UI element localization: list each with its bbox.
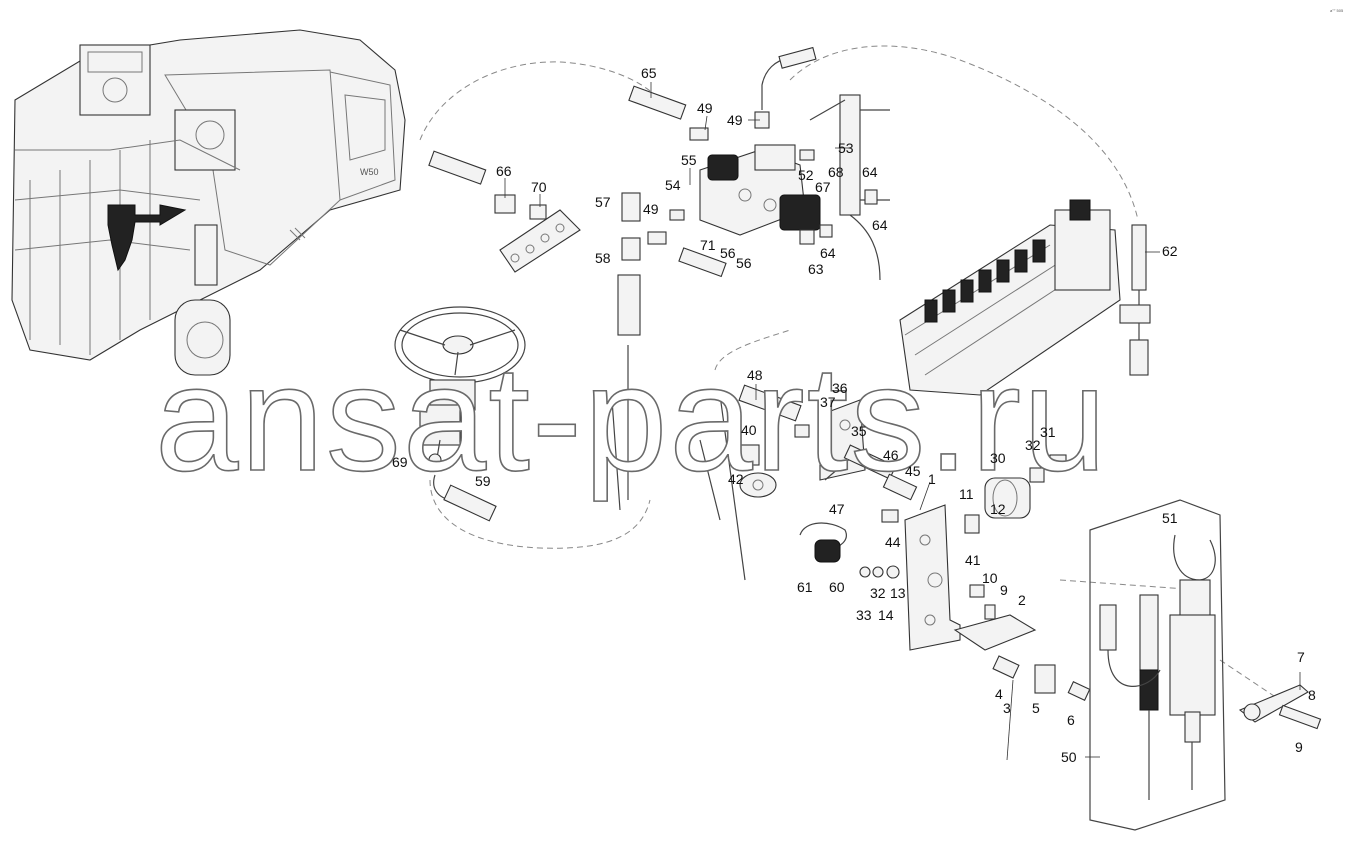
callout-42: 42 — [728, 471, 744, 487]
callout-37: 37 — [820, 394, 836, 410]
callout-46: 46 — [883, 447, 899, 463]
callout-12: 12 — [990, 501, 1006, 517]
callout-35: 35 — [851, 423, 867, 439]
steering-wheel — [394, 306, 526, 522]
callout-32: 32 — [1025, 437, 1041, 453]
callout-60: 60 — [829, 579, 845, 595]
filter-and-mounting-plate — [904, 454, 1091, 701]
callout-64: 64 — [862, 164, 878, 180]
hose-routing — [419, 45, 1281, 701]
leader-lines — [504, 82, 1301, 761]
callout-6: 6 — [1067, 712, 1075, 728]
callout-8: 8 — [1308, 687, 1316, 703]
callout-10: 10 — [982, 570, 998, 586]
filler-cap — [799, 522, 900, 579]
callout-9: 9 — [1000, 582, 1008, 598]
corner-code: a°° 505 — [1330, 8, 1344, 13]
callout-49: 49 — [697, 100, 713, 116]
callout-47: 47 — [829, 501, 845, 517]
callout-11: 11 — [959, 486, 974, 502]
callout-48: 48 — [747, 367, 763, 383]
svg-text:W50: W50 — [360, 167, 379, 177]
callout-70: 70 — [531, 179, 547, 195]
callout-64: 64 — [872, 217, 888, 233]
control-valve-bank — [899, 199, 1151, 396]
callout-62: 62 — [1162, 243, 1178, 259]
remote-control-panel — [1089, 499, 1322, 831]
callout-5: 5 — [1032, 700, 1040, 716]
callout-58: 58 — [595, 250, 611, 266]
callout-1: 1 — [928, 471, 936, 487]
callout-63: 63 — [808, 261, 824, 277]
callout-49: 49 — [643, 201, 659, 217]
callout-36: 36 — [832, 380, 848, 396]
watermark: ansat-parts.ru — [155, 334, 1108, 502]
callout-3: 3 — [1003, 700, 1011, 716]
callout-66: 66 — [496, 163, 512, 179]
callout-14: 14 — [878, 607, 894, 623]
callout-30: 30 — [990, 450, 1006, 466]
callout-67: 67 — [815, 179, 831, 195]
callout-33: 33 — [856, 607, 872, 623]
callout-13: 13 — [890, 585, 906, 601]
callout-9: 9 — [1295, 739, 1303, 755]
callout-45: 45 — [905, 463, 921, 479]
callout-4: 4 — [995, 686, 1003, 702]
paver-machine: W50 — [11, 29, 406, 376]
callout-49: 49 — [727, 112, 743, 128]
callout-53: 53 — [838, 140, 854, 156]
callout-69: 69 — [392, 454, 408, 470]
callout-61: 61 — [797, 579, 813, 595]
callout-57: 57 — [595, 194, 611, 210]
callout-71: 71 — [700, 237, 716, 253]
callout-32: 32 — [870, 585, 886, 601]
callout-56: 56 — [720, 245, 736, 261]
callout-64: 64 — [820, 245, 836, 261]
callout-31: 31 — [1040, 424, 1056, 440]
callout-65: 65 — [641, 65, 657, 81]
callout-50: 50 — [1061, 749, 1077, 765]
callout-59: 59 — [475, 473, 491, 489]
callout-44: 44 — [885, 534, 901, 550]
pump-bracket-group — [699, 384, 918, 581]
callout-56: 56 — [736, 255, 752, 271]
callout-68: 68 — [828, 164, 844, 180]
callout-7: 7 — [1297, 649, 1305, 665]
callout-55: 55 — [681, 152, 697, 168]
callout-51: 51 — [1162, 510, 1178, 526]
callout-52: 52 — [798, 167, 814, 183]
callout-41: 41 — [965, 552, 981, 568]
callout-40: 40 — [741, 422, 757, 438]
callout-54: 54 — [665, 177, 681, 193]
callout-2: 2 — [1018, 592, 1026, 608]
solenoid-valve-block — [669, 94, 890, 281]
fittings-cluster — [428, 46, 817, 511]
